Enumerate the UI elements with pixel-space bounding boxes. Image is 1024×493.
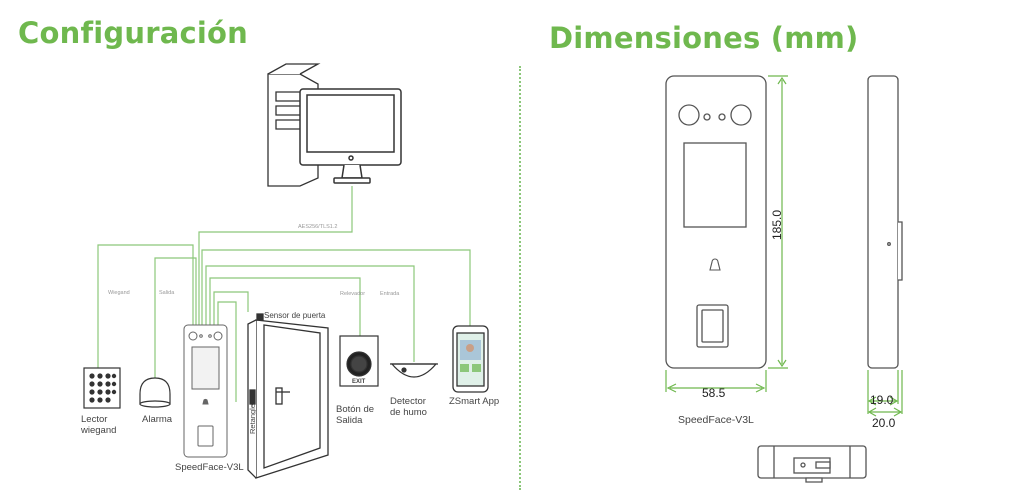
rectangle-label: Retangle bbox=[248, 403, 257, 434]
wiegand-reader-icon bbox=[83, 367, 121, 409]
alarm-label: Alarma bbox=[142, 414, 173, 425]
wiegand-wire-label: Wiegand bbox=[108, 290, 130, 296]
exit-button-icon bbox=[339, 335, 379, 387]
monitor-icon bbox=[299, 88, 402, 184]
configuration-title: Configuración bbox=[18, 16, 248, 50]
terminal-label: SpeedFace-V3L bbox=[175, 462, 244, 473]
relevador-wire-label: Relevador bbox=[340, 291, 366, 297]
protocol-label: AES256/TLS1.2 bbox=[298, 224, 338, 230]
reader-label-line2: wiegand bbox=[81, 425, 117, 436]
height-dimension: 185.0 bbox=[770, 209, 784, 240]
salida-wire-label: Salida bbox=[159, 290, 175, 296]
depth-dimension-1: 19.0 bbox=[870, 393, 894, 407]
width-dimension: 58.5 bbox=[702, 386, 726, 400]
smoke-label-line1: Detector bbox=[390, 396, 426, 407]
exit-button-text: EXIT bbox=[352, 379, 366, 385]
section-divider bbox=[519, 66, 521, 490]
door-icon bbox=[247, 313, 329, 479]
app-label: ZSmart App bbox=[449, 396, 500, 407]
depth-dimension-2: 20.0 bbox=[872, 416, 896, 430]
exit-button-label-line1: Botón de bbox=[336, 404, 375, 415]
entrada-wire-label: Entrada bbox=[380, 291, 400, 297]
reader-label-line1: Lector bbox=[81, 414, 108, 425]
dimensions-title: Dimensiones (mm) bbox=[549, 21, 859, 55]
smoke-detector-icon bbox=[390, 363, 438, 378]
door-sensor-label: Sensor de puerta bbox=[264, 311, 326, 320]
device-front-view bbox=[665, 75, 767, 369]
device-side-view bbox=[867, 75, 903, 369]
exit-button-label-line2: Salida bbox=[336, 415, 363, 426]
model-label: SpeedFace-V3L bbox=[678, 414, 754, 426]
alarm-icon bbox=[139, 377, 171, 408]
wiring bbox=[97, 186, 471, 402]
device-bottom-view bbox=[757, 445, 867, 483]
smartphone-icon bbox=[452, 325, 489, 393]
speedface-terminal-icon bbox=[183, 324, 228, 458]
dimension-lines-front bbox=[665, 75, 788, 393]
smoke-label-line2: de humo bbox=[390, 407, 427, 418]
dimension-lines-side bbox=[867, 370, 903, 417]
